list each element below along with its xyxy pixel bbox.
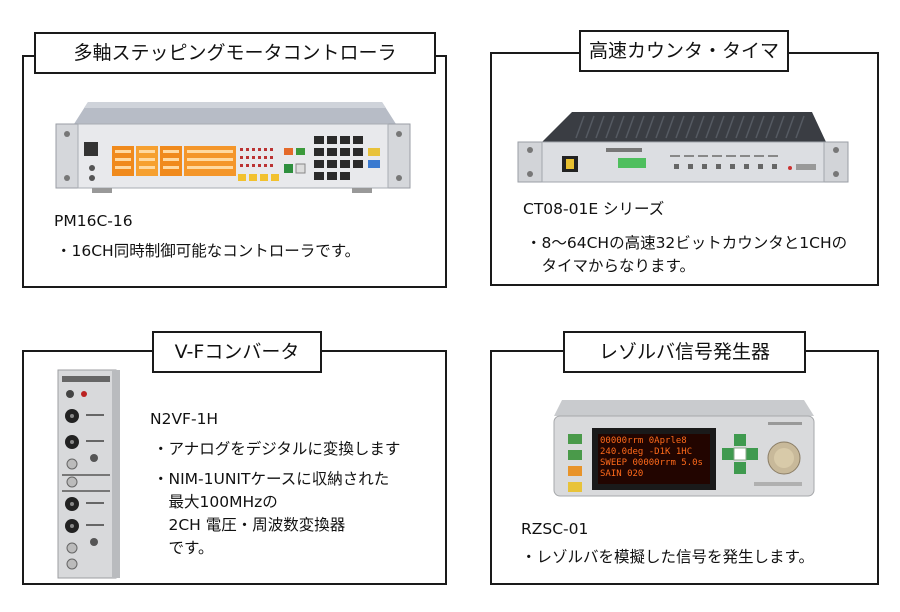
description-line-n2vf-2: ・NIM-1UNITケースに収納された — [153, 470, 390, 488]
rzsc-01-device-body — [553, 400, 815, 497]
rzsc-01-signal-generator-photo: 00000rrm 0Aprle8 240.0deg -D1K 1HC SWEEP… — [548, 394, 820, 504]
model-name-rzsc: RZSC-01 — [521, 520, 589, 538]
description-line-ct08-2: タイマからなります。 — [526, 257, 695, 275]
description-line-rzsc: ・レゾルバを模擬した信号を発生します。 — [521, 548, 814, 566]
description-line-pm16c: ・16CH同時制御可能なコントローラです。 — [56, 242, 361, 260]
description-line-n2vf-4: 2CH 電圧・周波数変換器 — [153, 516, 346, 534]
pm16c-16-rack-controller-photo — [55, 102, 411, 193]
display-line-4: SAIN 020 — [600, 469, 644, 479]
display-line-3: SWEEP 00000rrm 5.0s — [600, 458, 703, 468]
display-line-2: 240.0deg -D1K 1HC — [600, 447, 693, 457]
description-line-n2vf-1: ・アナログをデジタルに変換します — [153, 440, 401, 458]
display-line-1: 00000rrm 0Aprle8 — [600, 436, 687, 446]
model-name-pm16c: PM16C-16 — [54, 212, 133, 230]
description-line-n2vf-3: 最大100MHzの — [153, 493, 278, 511]
model-name-n2vf: N2VF-1H — [150, 410, 219, 428]
model-name-ct08: CT08-01E シリーズ — [523, 200, 665, 218]
ct08-01e-rack-counter-photo — [517, 112, 849, 183]
panel-title-pm16c: 多軸ステッピングモータコントローラ — [34, 32, 436, 74]
panel-title-n2vf: V-Fコンバータ — [152, 331, 322, 373]
n2vf-1h-nim-module-photo — [57, 369, 120, 579]
description-line-ct08-1: ・8～64CHの高速32ビットカウンタと1CHの — [526, 234, 848, 252]
description-line-n2vf-5: です。 — [153, 539, 214, 557]
panel-title-rzsc: レゾルバ信号発生器 — [563, 331, 806, 373]
panel-title-ct08: 高速カウンタ・タイマ — [579, 30, 789, 72]
